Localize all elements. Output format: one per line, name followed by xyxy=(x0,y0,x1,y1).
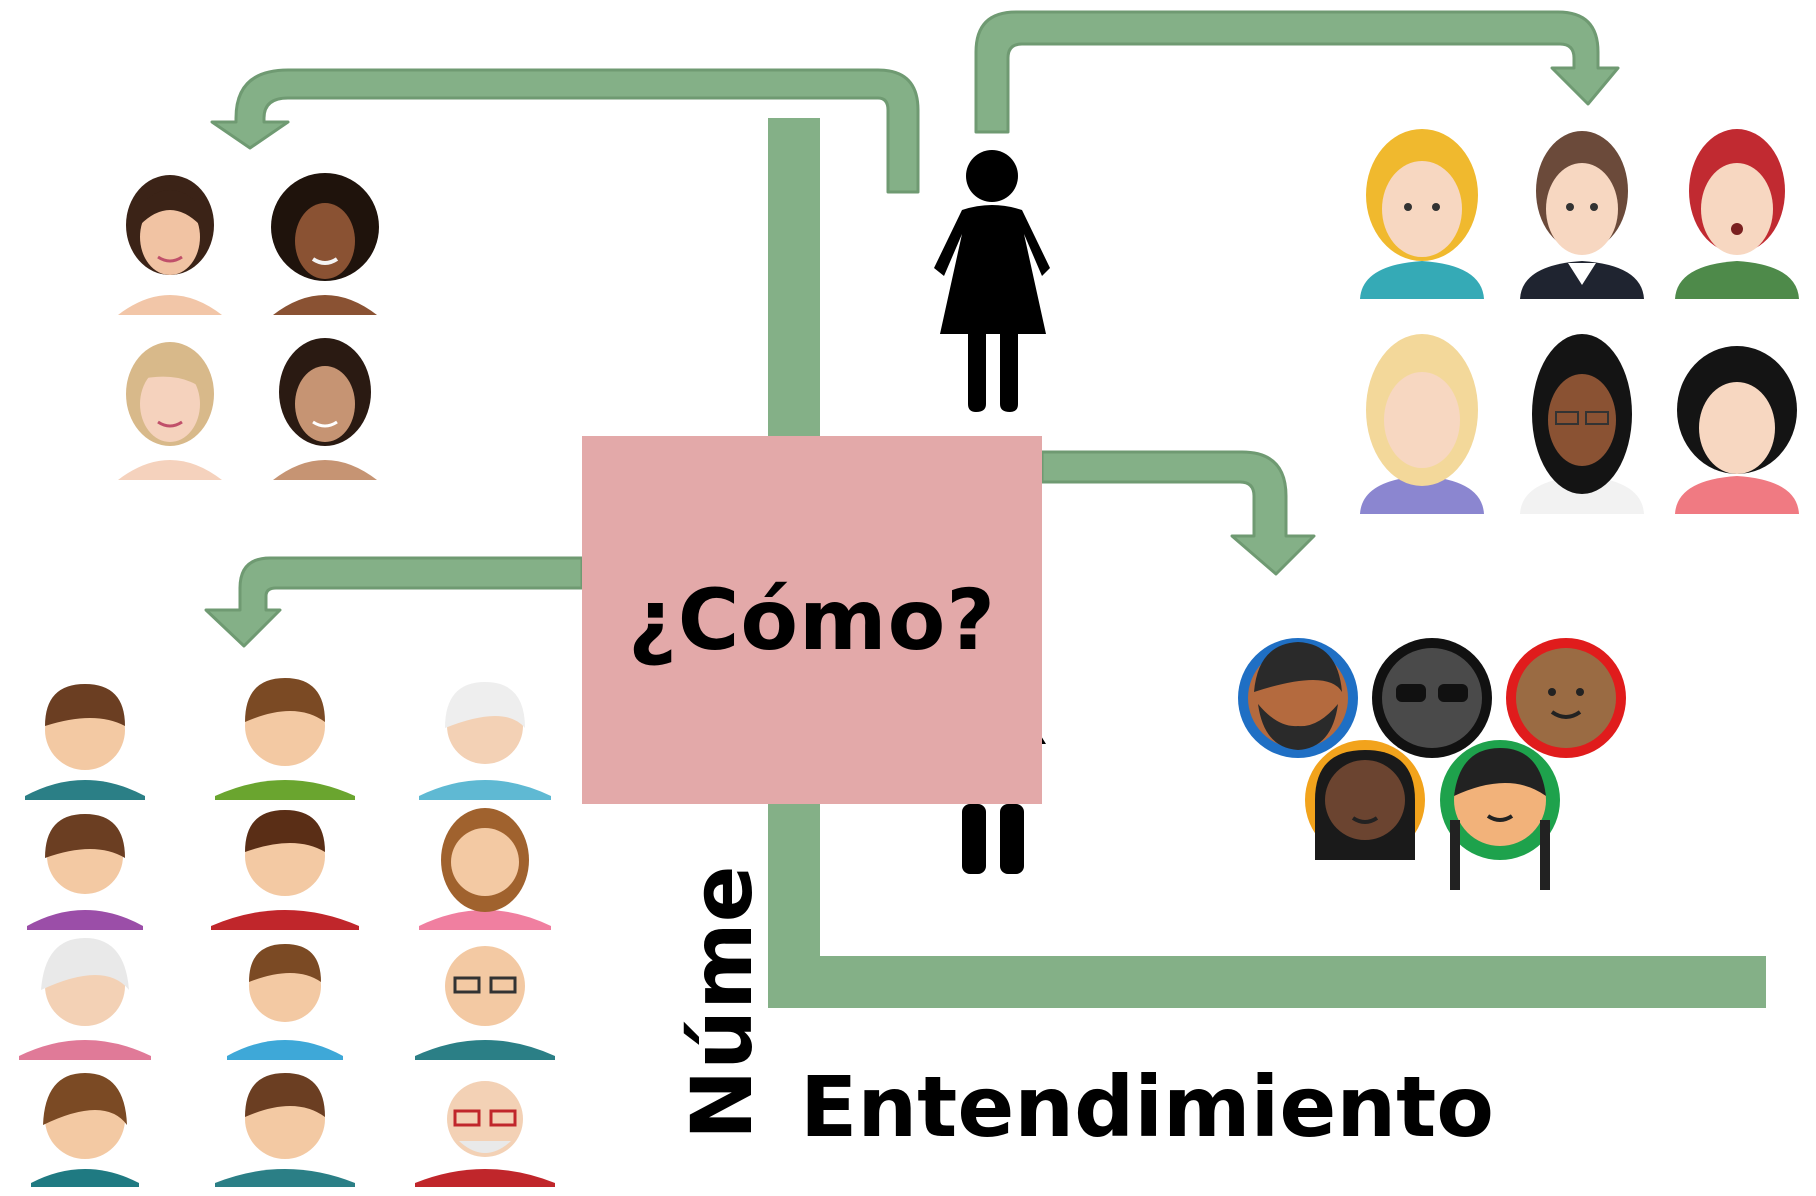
arrow-to-emoji-group xyxy=(1040,450,1316,576)
emoji-smiling-boy xyxy=(1506,638,1626,758)
people-avatars-grid xyxy=(19,678,555,1187)
x-axis-label: Entendimiento xyxy=(800,1058,1494,1156)
grid-avatar-2 xyxy=(215,678,355,800)
grid-avatar-11 xyxy=(215,1073,355,1187)
avatar-woman-4 xyxy=(273,338,377,480)
grid-avatar-6 xyxy=(419,808,551,930)
emoji-bearded-man xyxy=(1238,638,1358,758)
grid-avatar-7 xyxy=(19,938,151,1060)
grid-avatar-4 xyxy=(27,814,143,930)
grid-avatar-5 xyxy=(211,810,359,930)
avatar-woman-1 xyxy=(118,175,222,315)
emoji-woman-dark xyxy=(1305,740,1425,860)
center-title: ¿Cómo? xyxy=(627,571,997,669)
avatar-cartoon-2 xyxy=(1520,131,1644,299)
diverse-emoji-faces xyxy=(1238,638,1626,890)
avatar-cartoon-3 xyxy=(1675,129,1799,299)
women-avatars-cartoon xyxy=(1360,129,1799,514)
emoji-sunglasses xyxy=(1372,638,1492,758)
arrow-to-top-right-group xyxy=(974,10,1620,134)
emoji-girl-braids xyxy=(1440,740,1560,890)
grid-avatar-1 xyxy=(25,684,145,800)
arrow-to-top-left-group-body xyxy=(210,68,920,194)
avatar-cartoon-4 xyxy=(1360,334,1484,514)
center-box: ¿Cómo? xyxy=(582,436,1042,804)
avatar-cartoon-5 xyxy=(1520,334,1644,514)
grid-avatar-10 xyxy=(31,1073,139,1187)
arrows xyxy=(204,10,1620,648)
y-axis-label: Núme xyxy=(673,865,771,1140)
grid-avatar-12 xyxy=(415,1081,555,1187)
grid-avatar-9 xyxy=(415,946,555,1060)
avatar-woman-2 xyxy=(271,173,379,315)
women-avatars-realistic xyxy=(118,173,379,480)
avatar-cartoon-6 xyxy=(1675,346,1799,514)
woman-restroom-icon xyxy=(934,150,1050,874)
avatar-woman-3 xyxy=(118,342,222,480)
x-axis xyxy=(768,956,1766,1008)
avatar-cartoon-1 xyxy=(1360,129,1484,299)
grid-avatar-3 xyxy=(419,682,551,800)
grid-avatar-8 xyxy=(227,944,343,1060)
arrow-to-bottom-left-group xyxy=(204,556,584,648)
